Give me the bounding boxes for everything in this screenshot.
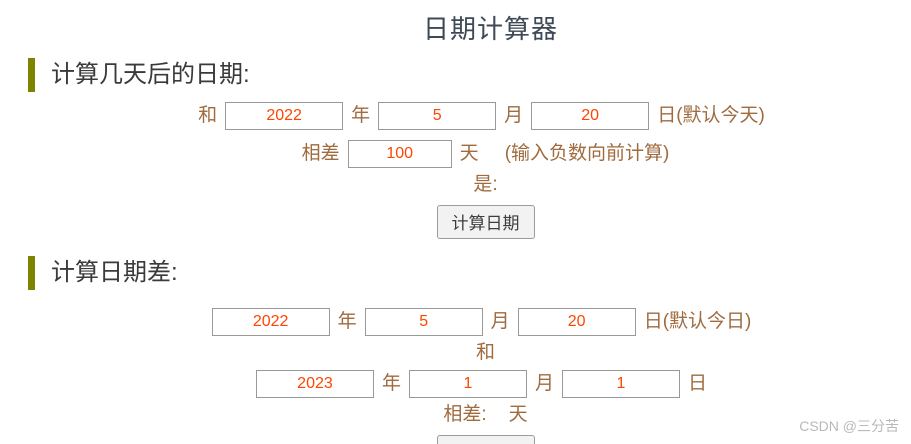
base-month-input[interactable] [378, 102, 497, 130]
base-date-row: 和 年 月 日(默认今天) [60, 102, 911, 130]
year-unit-label: 年 [351, 105, 371, 127]
offset-days-input[interactable] [347, 140, 452, 169]
offset-label: 相差 [301, 143, 340, 165]
day-unit-label: 日(默认今天) [657, 105, 765, 127]
month-unit-label: 月 [504, 105, 524, 127]
page-title: 日期计算器 [422, 14, 558, 44]
diff-month1-input[interactable] [364, 308, 483, 337]
section-date-diff: 计算日期差: 年月日(默认今日) 和 年月日 相差:天 计算日期 [0, 256, 911, 444]
year-unit-label: 年 [337, 311, 357, 333]
diff-calc-date-button[interactable]: 计算日期 [436, 435, 535, 444]
watermark: CSDN @三分苦 [799, 418, 899, 434]
month-unit-label: 月 [490, 311, 510, 333]
diff-and-row: 和 [60, 339, 911, 367]
diff-date2-row: 年月日 [60, 370, 911, 399]
diff-result-label: 相差: [443, 404, 487, 426]
diff-result-row: 相差: 天 [60, 401, 911, 429]
and-label: 和 [198, 105, 218, 127]
diff-result-unit-label: 天 [508, 404, 528, 426]
offset-unit-label: 天 [459, 143, 479, 165]
diff-date1-row: 年 月 日(默认今日) [60, 308, 911, 337]
day-unit-label: 日(默认今日) [643, 311, 752, 333]
year-unit-label: 年 [381, 373, 401, 395]
result-label: 是: [473, 174, 498, 196]
diff-year1-input[interactable] [211, 308, 330, 337]
and-label: 和 [475, 342, 495, 364]
section-date-diff-body: 年月日(默认今日) 和 年月日 相差:天 计算日期 [0, 308, 911, 444]
base-year-input[interactable] [225, 102, 344, 130]
section-date-diff-heading: 计算日期差: [28, 256, 911, 291]
diff-day2-input[interactable] [562, 370, 680, 399]
month-unit-label: 月 [534, 373, 554, 395]
negative-hint-label: (输入负数向前计算) [504, 143, 670, 165]
calc-date-button[interactable]: 计算日期 [436, 205, 535, 240]
diff-year2-input[interactable] [255, 370, 374, 399]
section-days-after-heading: 计算几天后的日期: [28, 58, 911, 92]
diff-day1-input[interactable] [517, 308, 636, 337]
section-days-after-body: 和 年 月 日(默认今天) 相差 天 (输入负数向前计算) 是: 计算日期 [0, 102, 911, 240]
section-days-after: 计算几天后的日期: 和 年 月 日(默认今天) 相差 天 (输入负数向前计算) 是: 计算… [0, 58, 911, 240]
diff-month2-input[interactable] [408, 370, 527, 399]
offset-days-row: 相差 天 (输入负数向前计算) [60, 140, 911, 169]
calc-button-row: 计算日期 [60, 205, 911, 240]
result-row: 是: [60, 171, 911, 199]
diff-calc-button-row: 计算日期 [60, 435, 911, 444]
day-unit-label: 日 [688, 373, 708, 395]
base-day-input[interactable] [531, 102, 650, 130]
